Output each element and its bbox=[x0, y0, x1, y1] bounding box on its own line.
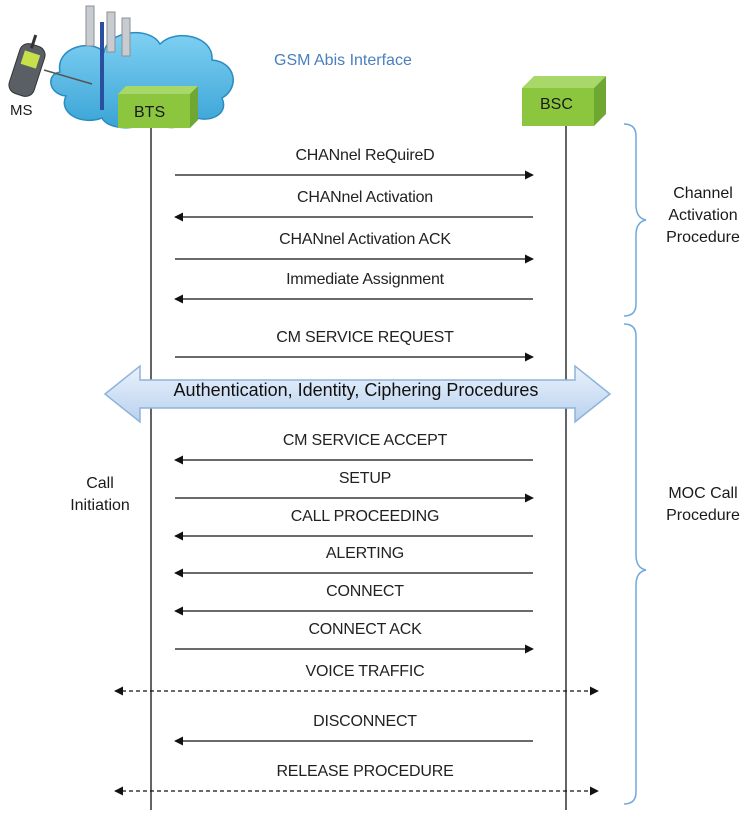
channel-activation-line-1: Channel bbox=[673, 185, 733, 202]
call-initiation-line-1: Call bbox=[86, 475, 114, 492]
procedures-band-label: Authentication, Identity, Ciphering Proc… bbox=[173, 380, 539, 400]
bts-node-label: BTS bbox=[134, 104, 166, 121]
message-label: CONNECT ACK bbox=[308, 621, 422, 638]
message-label: ALERTING bbox=[325, 545, 405, 562]
message-label: CALL PROCEEDING bbox=[290, 508, 440, 525]
message-label: CM SERVICE REQUEST bbox=[276, 329, 454, 346]
message-label: SETUP bbox=[338, 470, 392, 487]
channel-activation-bracket bbox=[623, 123, 647, 317]
antenna-tower-icon bbox=[85, 5, 131, 110]
message-label: Immediate Assignment bbox=[286, 271, 444, 288]
message-label: VOICE TRAFFIC bbox=[305, 663, 425, 680]
moc-call-bracket bbox=[623, 323, 647, 805]
message-label: CONNECT bbox=[326, 583, 404, 600]
moc-call-label: MOC Call Procedure bbox=[655, 483, 751, 527]
mobile-phone-icon bbox=[8, 34, 93, 97]
procedures-band-arrow bbox=[103, 364, 612, 424]
call-initiation-line-2: Initiation bbox=[70, 497, 130, 514]
channel-activation-label: Channel Activation Procedure bbox=[655, 183, 751, 249]
call-initiation-label: Call Initiation bbox=[52, 473, 148, 517]
message-label: CHANnel Activation bbox=[296, 189, 434, 206]
message-label: CHANnel Activation ACK bbox=[279, 231, 451, 248]
message-arrows bbox=[114, 170, 599, 796]
message-label: CM SERVICE ACCEPT bbox=[282, 432, 448, 449]
channel-activation-line-2: Activation bbox=[668, 207, 738, 224]
ms-node-label: MS bbox=[10, 102, 33, 119]
message-label: CHANnel ReQuireD bbox=[295, 147, 435, 164]
message-label: RELEASE PROCEDURE bbox=[276, 763, 454, 780]
bsc-node-icon bbox=[522, 76, 606, 126]
bsc-node-label: BSC bbox=[540, 96, 573, 113]
bts-node-icon bbox=[118, 86, 198, 128]
moc-call-line-1: MOC Call bbox=[668, 485, 738, 502]
moc-call-line-2: Procedure bbox=[666, 507, 740, 524]
channel-activation-line-3: Procedure bbox=[666, 229, 740, 246]
diagram-title: GSM Abis Interface bbox=[274, 52, 412, 69]
message-label: DISCONNECT bbox=[313, 713, 417, 730]
